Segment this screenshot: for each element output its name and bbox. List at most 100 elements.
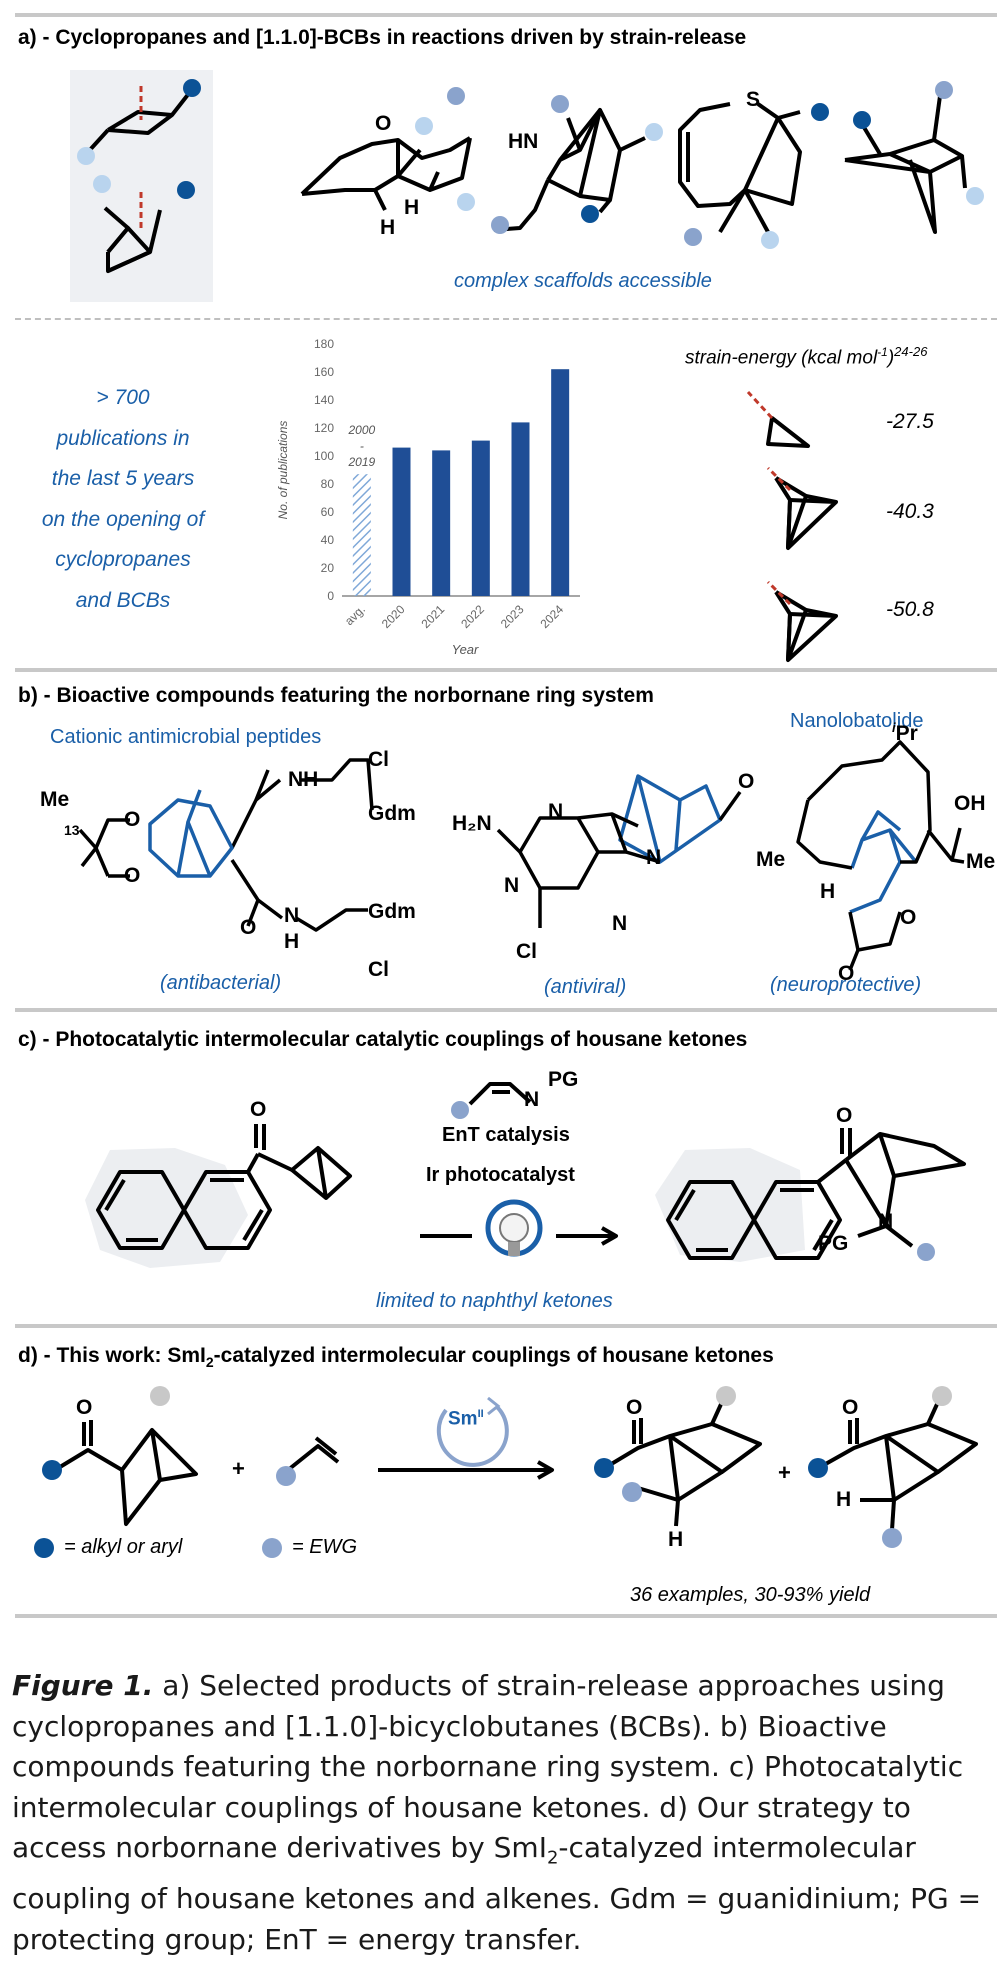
caption-label: Figure 1. [12, 1669, 154, 1702]
dark-dot [177, 181, 195, 199]
mid-dot [551, 95, 569, 113]
panel-d-scheme [34, 1386, 978, 1558]
light-dot [645, 123, 663, 141]
sm-catalyst-label: SmII [448, 1408, 484, 1430]
ipr-text: Pr [895, 722, 918, 745]
atom-H2N: H₂N [452, 812, 492, 835]
y-tick-label: 80 [321, 477, 335, 491]
neuroprotective-label: (neuroprotective) [770, 974, 922, 996]
light-dot [761, 231, 779, 249]
pub-line: cyclopropanes [55, 548, 191, 571]
bar [471, 440, 490, 596]
atom-N: N [504, 874, 520, 897]
x-axis-label: Year [452, 642, 479, 657]
y-tick-label: 100 [314, 449, 334, 463]
bar [392, 447, 411, 596]
atom-H: H [836, 1488, 852, 1511]
dark-dot [594, 1458, 614, 1478]
panel-b-title: b) - Bioactive compounds featuring the n… [18, 684, 654, 707]
y-tick-label: 120 [314, 421, 334, 435]
atom-N: N [646, 846, 662, 869]
cyclopropane-drawing [77, 79, 201, 273]
atom-N: N [524, 1088, 540, 1111]
sm-sup: II [477, 1408, 484, 1420]
grey-dot [932, 1386, 952, 1406]
mid-dot [917, 1243, 935, 1261]
atom-Gdm: Gdm [368, 900, 416, 923]
pub-line: > 700 [96, 386, 150, 409]
caption-text-1: a) Selected products of strain-release a… [12, 1669, 964, 1864]
y-tick-label: 160 [314, 365, 334, 379]
bar [511, 422, 530, 596]
pub-line: the last 5 years [51, 467, 195, 490]
atom-Me: Me [40, 788, 70, 811]
strain-energy-rings [746, 390, 838, 662]
light-dot [415, 117, 433, 135]
scaffolds-label: complex scaffolds accessible [454, 270, 712, 292]
atom-O: O [626, 1396, 643, 1419]
atom-N: N [612, 912, 628, 935]
panel-d-title-post: -catalyzed intermolecular couplings of h… [213, 1344, 774, 1367]
panel-d-rule [15, 1324, 997, 1328]
strain-value: -50.8 [886, 598, 934, 621]
plus-sign: + [778, 1460, 791, 1485]
atom-HN: HN [508, 130, 539, 153]
examples-label: 36 examples, 30-93% yield [630, 1584, 871, 1606]
dark-dot-legend [34, 1538, 54, 1558]
caption-text-2: -catalyzed intermolecular coupling of ho… [12, 1831, 982, 1956]
ipr-sup: i [892, 720, 896, 735]
atom-H: H [380, 216, 396, 239]
atom-PG: PG [548, 1068, 579, 1091]
ent-catalysis-label: EnT catalysis [442, 1124, 570, 1146]
bar [352, 474, 371, 596]
panel-a-divider [15, 318, 997, 320]
publications-text: > 700 publications in the last 5 years o… [18, 378, 228, 621]
legend-dark-label: = alkyl or aryl [64, 1536, 183, 1558]
y-tick-label: 40 [321, 533, 335, 547]
ir-photocatalyst-label: Ir photocatalyst [426, 1164, 575, 1186]
sm-text: Sm [448, 1408, 478, 1430]
atom-O: O [842, 1396, 859, 1419]
panel-d-title: d) - This work: SmI2-catalyzed intermole… [18, 1344, 774, 1370]
atom-Me: Me [966, 850, 996, 873]
y-tick-label: 140 [314, 393, 334, 407]
panel-c-title: c) - Photocatalytic intermolecular catal… [18, 1028, 748, 1051]
top-rule [15, 13, 997, 17]
avg-annotation: 2000 [347, 423, 375, 437]
strain-title-text: strain-energy (kcal mol [685, 347, 878, 369]
panel-c-rule [15, 1008, 997, 1012]
bar [432, 450, 451, 596]
panel-b-rule [15, 668, 997, 672]
y-tick-label: 60 [321, 505, 335, 519]
figure-caption: Figure 1. a) Selected products of strain… [12, 1666, 997, 1960]
atom-H: H [820, 880, 836, 903]
atom-O: O [738, 770, 755, 793]
complex-scaffolds [300, 81, 984, 249]
atom-O: O [375, 112, 392, 135]
peptides-label: Cationic antimicrobial peptides [50, 726, 322, 748]
atom-O: O [250, 1098, 267, 1121]
mid-dot [935, 81, 953, 99]
y-tick-label: 180 [314, 337, 334, 351]
atom-iPr: iPr [892, 720, 918, 746]
strain-title-close: ) [887, 347, 895, 369]
pub-line: publications in [56, 426, 190, 450]
panel-d-title-pre: d) - This work: SmI [18, 1344, 206, 1367]
bar [551, 369, 570, 596]
bottom-rule [15, 1614, 997, 1618]
strain-value: -40.3 [886, 500, 934, 523]
strain-value: -27.5 [886, 410, 934, 433]
mid-dot-legend [262, 1538, 282, 1558]
atom-N: N [878, 1210, 894, 1233]
avg-annotation: 2019 [347, 455, 375, 469]
mid-dot [447, 87, 465, 105]
atom-O: O [240, 916, 257, 939]
grey-dot [716, 1386, 736, 1406]
panel-a-title: a) - Cyclopropanes and [1.1.0]-BCBs in r… [18, 26, 747, 49]
nanolobatolide-label: Nanolobatolide [790, 710, 924, 732]
atom-O: O [838, 962, 855, 985]
atom-NH: NH [288, 768, 319, 791]
pub-line: and BCBs [75, 588, 171, 612]
strain-energy-title: strain-energy (kcal mol-1)24-26 [685, 344, 927, 369]
